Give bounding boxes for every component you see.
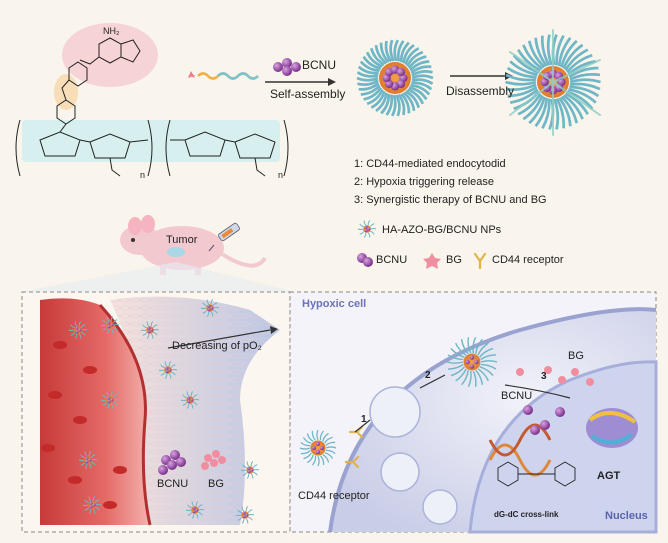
step-2-marker: 2 — [425, 370, 431, 381]
bcnu-cluster-top — [273, 58, 301, 76]
ha-backbone-highlight — [22, 120, 280, 162]
tumor-tissue — [110, 296, 280, 525]
cell-membrane — [328, 307, 657, 533]
cell-bcnu — [523, 405, 565, 435]
legend-np-icon — [357, 220, 377, 238]
nucleus-label: Nucleus — [605, 510, 648, 522]
nanoparticle-assembled — [356, 39, 434, 117]
cell-bcnu-label: BCNU — [501, 390, 533, 402]
legend-bcnu-icon — [357, 253, 373, 267]
subscript-n-2: n — [278, 170, 284, 180]
agt-label: AGT — [597, 470, 621, 482]
legend-bg-icon — [423, 253, 441, 269]
crosslink-label: dG-dC cross-link — [494, 510, 559, 519]
legend-bcnu-label: BCNU — [376, 254, 408, 266]
legend-cd44-label: CD44 receptor — [492, 254, 564, 266]
legend-np-label: HA-AZO-BG/BCNU NPs — [382, 224, 502, 236]
endosome-3 — [422, 489, 458, 525]
step-2-text: 2: Hypoxia triggering release — [354, 176, 495, 188]
step-arrows — [354, 374, 571, 433]
released-bg-vessel — [201, 450, 226, 470]
agt-protein — [586, 408, 638, 448]
legend-bg-label: BG — [446, 254, 462, 266]
vessel-nanoparticles — [68, 299, 260, 524]
hypoxic-cell-label: Hypoxic cell — [302, 298, 367, 310]
chemical-structure — [15, 37, 289, 177]
cell-cd44-label: CD44 receptor — [298, 490, 370, 502]
endosome-2 — [380, 452, 420, 492]
red-blood-cells — [41, 341, 127, 509]
bg-moiety-highlight — [62, 23, 158, 87]
cell-bg-label: BG — [568, 350, 584, 362]
mouse-illustration — [120, 215, 267, 275]
bcnu-label-top: BCNU — [302, 58, 337, 72]
self-assembly-label: Self-assembly — [270, 87, 346, 101]
subscript-n-1: n — [140, 170, 146, 180]
released-bcnu-vessel — [158, 450, 186, 475]
step-3-text: 3: Synergistic therapy of BCNU and BG — [354, 194, 547, 206]
po2-arrow — [167, 329, 271, 349]
crosslink-structure — [497, 461, 576, 487]
endosome-1 — [369, 386, 421, 438]
syringe-icon — [208, 222, 240, 252]
step-1-text: 1: CD44-mediated endocytodid — [354, 158, 506, 170]
vessel-bg-label: BG — [208, 478, 224, 490]
po2-label: Decreasing of pO₂ — [172, 340, 262, 352]
vessel-bcnu-label: BCNU — [157, 478, 189, 490]
step-3-marker: 3 — [541, 371, 547, 382]
disassembly-label: Disassembly — [446, 84, 515, 98]
nh2-label: NH₂ — [103, 26, 120, 36]
nanoparticle-disassembled — [505, 29, 601, 136]
legend-cd44-icon — [473, 252, 487, 270]
zoom-cone — [20, 262, 296, 292]
azo-highlight — [54, 74, 78, 110]
step-1-marker: 1 — [361, 414, 367, 425]
tumor-label: Tumor — [166, 234, 198, 246]
polymer-chain — [188, 71, 259, 80]
cell-bg — [516, 366, 594, 386]
